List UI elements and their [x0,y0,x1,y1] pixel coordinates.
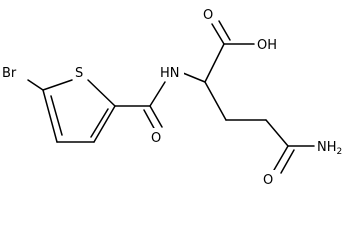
bond-s-c2 [87,79,116,107]
bond-cdelta-o [273,145,289,171]
bond-cdelta-o-double [280,149,295,174]
structure-canvas: Br S HN O OH O NH2 O [1,5,350,188]
bond-c5-s [42,79,73,91]
bond-camide-n [149,81,166,107]
atom-o-carboxamide: O [263,173,273,188]
bond-n-calpha [182,72,206,83]
atom-nh2: NH2 [317,140,342,157]
atom-hn: HN [160,66,180,81]
bonds [27,20,315,174]
bond-ccooh-o [211,23,225,45]
bond-calpha-cbeta [204,81,227,121]
bond-c2-c3-double [90,108,109,138]
atom-nh2-subscript: 2 [337,147,343,157]
atom-labels: Br S HN O OH O NH2 O [1,5,350,188]
bond-c4-c5 [42,89,58,143]
bond-calpha-ccooh [204,43,225,83]
atom-br: Br [2,66,17,81]
bond-ccooh-o-double [218,20,231,41]
atom-s: S [75,66,83,81]
bond-c4-c5-double [50,95,63,136]
molecule-drawing: Br S HN O OH O NH2 O [1,5,350,188]
atom-oh: OH [257,38,277,53]
atom-o-acid: O [203,8,213,23]
bond-br-c5 [27,79,44,91]
bond-camide-o-double [143,109,156,131]
atom-nh2-main: NH [317,140,337,155]
bond-cgamma-cdelta [265,119,289,147]
atom-o-amide: O [151,131,161,146]
bond-c2-c3 [93,105,116,143]
bond-camide-o [149,105,163,128]
